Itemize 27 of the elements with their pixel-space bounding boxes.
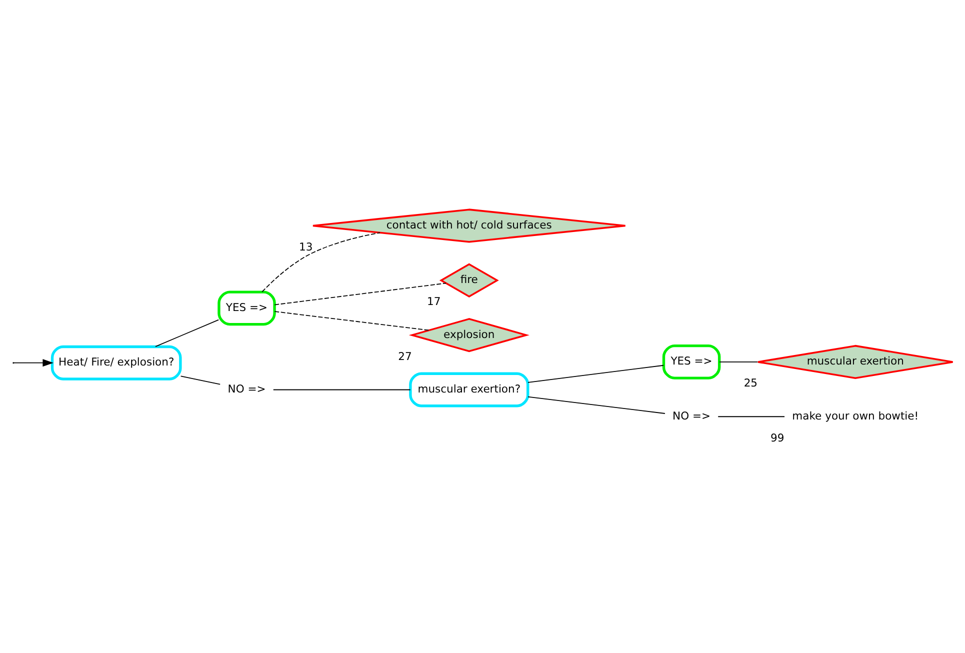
connector <box>717 416 784 417</box>
node-box: YES => <box>217 290 276 326</box>
connector <box>154 318 219 347</box>
connector <box>274 282 446 305</box>
node-text: make your own bowtie! <box>792 408 918 422</box>
node-label: 13 <box>298 240 312 253</box>
node-diamond: fire <box>438 262 498 298</box>
connector <box>718 361 758 362</box>
arrow <box>12 358 53 366</box>
node-diamond: muscular exertion <box>756 344 954 378</box>
node-diamond: contact with hot/ cold surfaces <box>312 208 626 242</box>
connector <box>272 388 410 390</box>
connector <box>180 375 220 384</box>
node-label: 17 <box>426 294 440 308</box>
node-box: Heat/ Fire/ explosion? <box>50 344 182 380</box>
node-label: 25 <box>743 376 758 390</box>
connector <box>274 310 429 330</box>
node-diamond: explosion <box>408 318 529 352</box>
node-text: NO => <box>672 408 710 422</box>
connector <box>527 396 665 414</box>
node-label: 99 <box>770 430 784 444</box>
node-label: 27 <box>398 349 412 362</box>
node-box: YES => <box>662 344 720 379</box>
connector <box>527 364 664 382</box>
node-box: muscular exertion? <box>408 372 529 407</box>
node-text: NO => <box>227 382 266 396</box>
connector <box>261 232 380 292</box>
